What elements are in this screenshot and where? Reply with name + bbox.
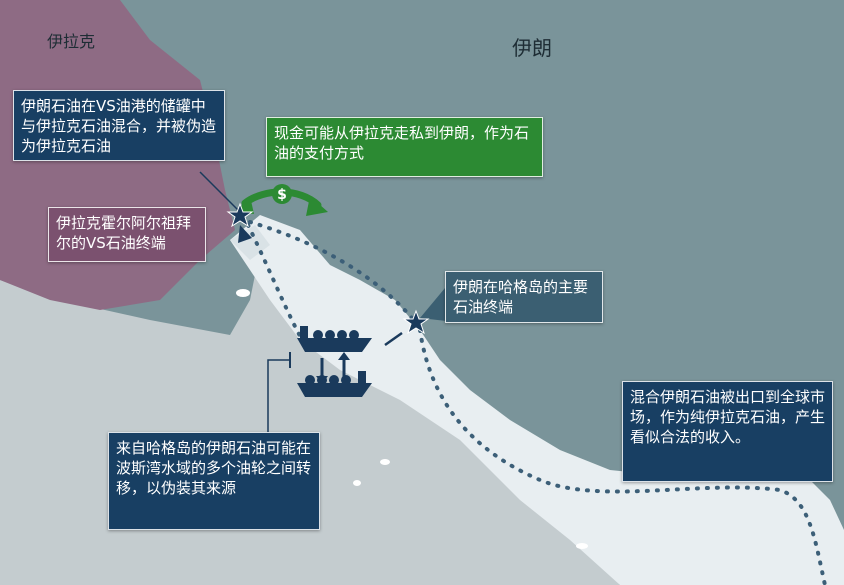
route-export [418, 328, 827, 585]
route-vs-to-tankers [246, 223, 307, 347]
country-label-iran: 伊朗 [512, 36, 552, 60]
kharg-transfer-arrow [384, 331, 403, 347]
star-marker-icon [226, 202, 254, 228]
cash-arrow-head-icon [306, 196, 328, 216]
callout-iraq-blend: 伊朗石油在VS油港的储罐中与伊拉克石油混合，并被伪造为伊拉克石油 [13, 90, 225, 161]
country-label-iraq: 伊拉克 [47, 32, 96, 51]
dollar-symbol: $ [277, 187, 287, 203]
callout-vs-terminal: 伊拉克霍尔阿尔祖拜尔的VS石油终端 [48, 207, 206, 262]
route-vs-to-kharg [248, 220, 414, 320]
dollar-icon [272, 184, 292, 204]
transfer-arrows-icon [316, 352, 350, 384]
leader-line [199, 171, 241, 213]
callout-cash-payment: 现金可能从伊拉克走私到伊朗，作为石油的支付方式 [266, 117, 543, 177]
island [380, 459, 390, 465]
island [236, 289, 250, 297]
star-marker-icon [402, 309, 430, 335]
callout-ship-transfer: 来自哈格岛的伊朗石油可能在波斯湾水域的多个油轮之间转移，以伪装其来源 [108, 432, 320, 530]
leader-pointer-icon [238, 225, 252, 243]
persian-gulf-water [230, 215, 844, 585]
callout-export: 混合伊朗石油被出口到全球市场，作为纯伊拉克石油，产生看似合法的收入。 [622, 381, 833, 482]
island [353, 480, 361, 486]
island [576, 543, 588, 549]
callout-kharg-terminal: 伊朗在哈格岛的主要石油终端 [445, 271, 603, 323]
transfer-leader-line [267, 359, 290, 440]
oil-tanker-icon [297, 326, 372, 352]
